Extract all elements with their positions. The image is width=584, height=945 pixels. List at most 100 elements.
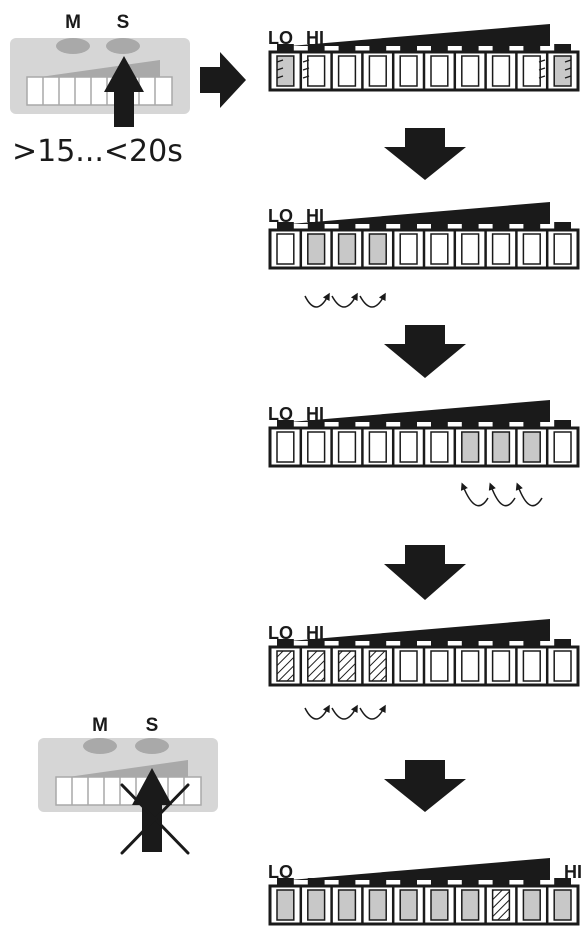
led-segment [307, 889, 326, 921]
m-label-top: M [65, 12, 81, 33]
segment-tab [400, 420, 417, 429]
curved-arrow-icon [515, 482, 543, 507]
led-segment [337, 889, 357, 921]
hi-label: HI [306, 28, 324, 48]
blink-mark [276, 67, 284, 71]
segment-tab [431, 639, 448, 648]
sweep-arrows-panel-2 [304, 292, 386, 308]
s-label-bottom: S [146, 715, 159, 736]
led-segment [276, 233, 295, 265]
m-button-bottom[interactable] [83, 738, 117, 754]
m-button-top[interactable] [56, 38, 90, 54]
segment-tab [277, 878, 294, 887]
led-segment [307, 650, 326, 682]
level-ramp [290, 400, 550, 422]
segment-tab [277, 44, 294, 53]
segment-tab [523, 420, 541, 429]
segment-tab [492, 222, 510, 231]
blink-mark [276, 59, 284, 63]
lo-label: LO [268, 623, 293, 643]
segment-tab [461, 222, 479, 231]
segment-tab [431, 420, 448, 429]
led-segment [430, 233, 449, 265]
curved-arrow-icon [359, 292, 386, 308]
segment-tab [461, 878, 479, 887]
hi-label: HI [306, 206, 324, 226]
press-arrow-icon [104, 56, 144, 127]
m-label-bottom: M [92, 715, 108, 736]
sweep-arrows-panel-3 [460, 482, 543, 507]
led-segment [522, 431, 541, 463]
led-segment [491, 650, 511, 682]
led-segment [399, 233, 418, 265]
segment-tab [307, 420, 325, 429]
segment-tab [400, 222, 417, 231]
led-segment [307, 55, 326, 87]
segment-tab [523, 878, 541, 887]
led-segment [553, 889, 572, 921]
blink-mark [302, 75, 310, 79]
segment-tab [431, 222, 448, 231]
lo-label: LO [268, 404, 293, 424]
cross-icon [120, 783, 190, 855]
device-bottom: M S [38, 715, 218, 855]
led-segment [276, 889, 295, 921]
device-top-display [26, 76, 173, 106]
segment-tab [492, 639, 510, 648]
blink-mark [538, 59, 546, 63]
level-ramp [290, 858, 550, 880]
led-segment [399, 431, 418, 463]
level-ramp [290, 202, 550, 224]
sweep-arrows-panel-4 [304, 704, 386, 720]
led-segment [553, 55, 572, 87]
led-segment [491, 889, 511, 921]
lo-label: LO [268, 28, 293, 48]
s-button-bottom[interactable] [135, 738, 169, 754]
led-segment [461, 650, 480, 682]
led-segment [430, 650, 449, 682]
led-segment [368, 233, 387, 265]
s-button-top[interactable] [106, 38, 140, 54]
blink-mark [564, 75, 572, 79]
segment-tab [338, 222, 356, 231]
led-segment [399, 650, 418, 682]
blink-mark [538, 75, 546, 79]
segment-tab [338, 420, 356, 429]
segment-tab [492, 420, 510, 429]
hi-label: HI [564, 862, 582, 882]
segment-tab [523, 639, 541, 648]
led-segment [430, 431, 449, 463]
curved-arrow-icon [331, 704, 358, 720]
curved-arrow-icon [304, 292, 330, 308]
blink-mark [564, 59, 572, 63]
segment-tab [431, 878, 448, 887]
blink-mark [302, 59, 310, 63]
segment-tab [400, 878, 417, 887]
bar-panel-1: LO HI [268, 24, 580, 92]
segment-tab [338, 878, 356, 887]
segment-tab [461, 44, 479, 53]
led-segment [553, 233, 572, 265]
segment-tab [554, 639, 571, 648]
curved-arrow-icon [331, 292, 358, 308]
led-segment [461, 889, 480, 921]
down-arrow-icon [384, 545, 466, 600]
blink-mark [538, 67, 546, 71]
segment-tab [369, 222, 387, 231]
blink-mark [276, 75, 284, 79]
led-segment [368, 650, 387, 682]
led-segment [276, 431, 295, 463]
led-segment [337, 233, 357, 265]
segment-tab [461, 420, 479, 429]
segment-tab [277, 639, 294, 648]
blink-mark [302, 67, 310, 71]
device-top: M S [10, 12, 190, 127]
led-segment [522, 650, 541, 682]
bar-panel-3: LO HI [268, 400, 580, 468]
curved-arrow-icon [488, 482, 516, 507]
device-bottom-ramp [68, 760, 188, 777]
right-arrow-icon [200, 52, 246, 108]
segment-tab [400, 44, 417, 53]
hi-label: HI [306, 404, 324, 424]
